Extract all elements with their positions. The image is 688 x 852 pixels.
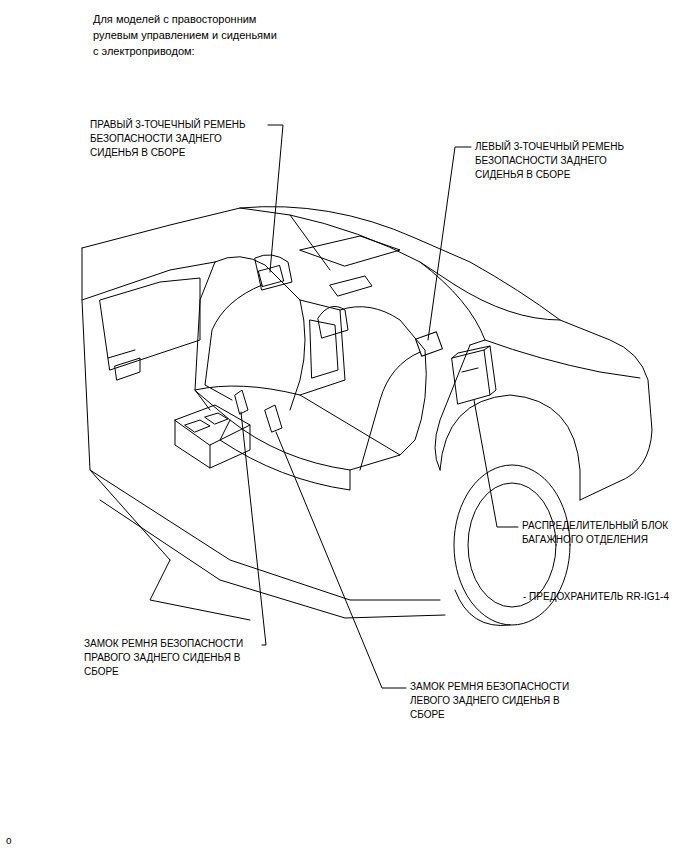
fuse-label: - ПРЕДОХРАНИТЕЛЬ RR-IG1-4 [523, 590, 669, 604]
part-label: ЛЕВЫЙ 3-ТОЧЕЧНЫЙ РЕМЕНЬ БЕЗОПАСНОСТИ ЗАД… [475, 140, 640, 182]
part-label: ЗАМОК РЕМНЯ БЕЗОПАСНОСТИ ПРАВОГО ЗАДНЕГО… [84, 637, 260, 679]
part-label: РАСПРЕДЕЛИТЕЛЬНЫЙ БЛОК БАГАЖНОГО ОТДЕЛЕН… [522, 519, 672, 547]
part-label: ЗАМОК РЕМНЯ БЕЗОПАСНОСТИ ЛЕВОГО ЗАДНЕГО … [410, 680, 582, 722]
part-label: ПРАВЫЙ 3-ТОЧЕЧНЫЙ РЕМЕНЬ БЕЗОПАСНОСТИ ЗА… [90, 118, 268, 160]
page-mark: o [6, 834, 12, 848]
heading: Для моделей с правосторонним рулевым упр… [93, 11, 278, 59]
